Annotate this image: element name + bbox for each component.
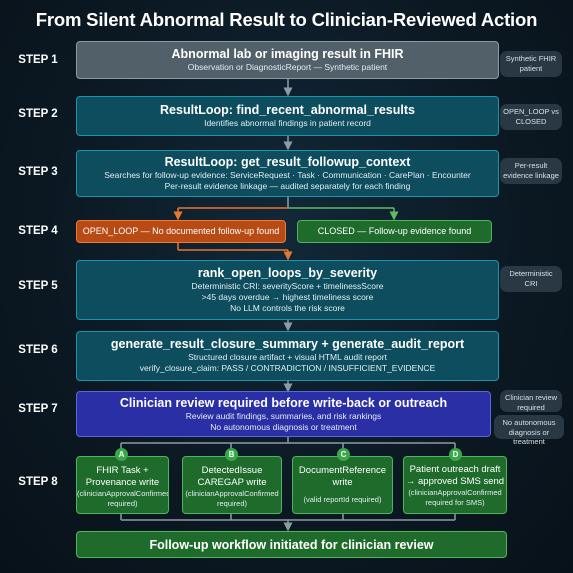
card-d-subtitle: (clinicianApprovalConfirmed required for… <box>408 488 502 507</box>
step2-box: ResultLoop: find_recent_abnormal_results… <box>76 96 499 136</box>
step-label-4: STEP 4 <box>18 225 58 237</box>
step-label-1: STEP 1 <box>18 54 58 66</box>
card-a-subtitle: (clinicianApprovalConfirmed required) <box>77 489 169 508</box>
step2-note: OPEN_LOOP vs CLOSED <box>500 104 562 130</box>
step3-box: ResultLoop: get_result_followup_context … <box>76 150 499 197</box>
step6-title: generate_result_closure_summary + genera… <box>110 337 465 351</box>
card-c-title: DocumentReference write <box>298 465 387 488</box>
card-b-subtitle: (clinicianApprovalConfirmed required) <box>185 489 279 508</box>
option-card-c: DocumentReference write (valid reportId … <box>292 456 393 514</box>
closed-loop-box: CLOSED — Follow-up evidence found <box>297 220 492 243</box>
step-label-6: STEP 6 <box>18 344 58 356</box>
step6-subtitle-2: verify_closure_claim: PASS / CONTRADICTI… <box>139 363 436 373</box>
step5-note: Deterministic CRI <box>500 266 562 292</box>
step5-subtitle-1: Deterministic CRI: severityScore + timel… <box>191 281 384 291</box>
step1-title: Abnormal lab or imaging result in FHIR <box>171 47 404 61</box>
open-loop-box: OPEN_LOOP — No documented follow-up foun… <box>76 220 286 243</box>
step5-subtitle-2: >45 days overdue → highest timeliness sc… <box>201 292 374 302</box>
step7-note-1: Clinician review required <box>500 390 562 412</box>
step2-title: ResultLoop: find_recent_abnormal_results <box>160 103 415 117</box>
open-loop-label: OPEN_LOOP — No documented follow-up foun… <box>82 226 280 236</box>
card-c-letter-badge: C <box>337 448 350 461</box>
final-label: Follow-up workflow initiated for clinici… <box>149 538 434 552</box>
step7-title: Clinician review required before write-b… <box>119 396 448 410</box>
option-card-b: DetectedIssue CAREGAP write (clinicianAp… <box>182 456 282 514</box>
step5-box: rank_open_loops_by_severity Deterministi… <box>76 260 499 320</box>
card-c-subtitle: (valid reportId required) <box>303 495 382 504</box>
step7-box: Clinician review required before write-b… <box>76 391 491 437</box>
step2-subtitle: Identifies abnormal findings in patient … <box>204 118 371 128</box>
card-a-title: FHIR Task + Provenance write <box>85 465 160 488</box>
step-label-3: STEP 3 <box>18 166 58 178</box>
card-b-letter-badge: B <box>225 448 238 461</box>
option-card-a: FHIR Task + Provenance write (clinicianA… <box>76 456 169 514</box>
step3-note: Per-result evidence linkage <box>500 158 562 184</box>
final-box: Follow-up workflow initiated for clinici… <box>76 531 507 558</box>
closed-loop-label: CLOSED — Follow-up evidence found <box>317 226 472 236</box>
card-b-title: DetectedIssue CAREGAP write <box>197 465 267 488</box>
card-d-letter-badge: D <box>449 448 462 461</box>
card-d-title: Patient outreach draft → approved SMS se… <box>405 464 505 487</box>
step6-box: generate_result_closure_summary + genera… <box>76 331 499 381</box>
step5-subtitle-3: No LLM controls the risk score <box>230 303 345 313</box>
step5-title: rank_open_loops_by_severity <box>197 266 378 280</box>
step7-subtitle-1: Review audit findings, summaries, and ri… <box>185 411 382 421</box>
step1-box: Abnormal lab or imaging result in FHIR O… <box>76 41 499 79</box>
step6-subtitle-1: Structured closure artifact + visual HTM… <box>188 352 387 362</box>
step-label-7: STEP 7 <box>18 403 58 415</box>
step3-subtitle-2: Per-result evidence linkage — audited se… <box>164 181 411 191</box>
step-label-5: STEP 5 <box>18 280 58 292</box>
page-title: From Silent Abnormal Result to Clinician… <box>35 9 538 30</box>
step-label-8: STEP 8 <box>18 476 58 488</box>
card-a-letter-badge: A <box>115 448 128 461</box>
step7-subtitle-2: No autonomous diagnosis or treatment <box>210 422 357 432</box>
step-label-2: STEP 2 <box>18 108 58 120</box>
step3-subtitle-1: Searches for follow-up evidence: Service… <box>104 170 471 180</box>
step7-note-2: No autonomous diagnosis or treatment <box>494 415 564 446</box>
step3-title: ResultLoop: get_result_followup_context <box>164 155 411 169</box>
option-card-d: Patient outreach draft → approved SMS se… <box>403 456 507 514</box>
step1-note: Synthetic FHIR patient <box>500 51 562 77</box>
step1-subtitle: Observation or DiagnosticReport — Synthe… <box>187 62 388 72</box>
